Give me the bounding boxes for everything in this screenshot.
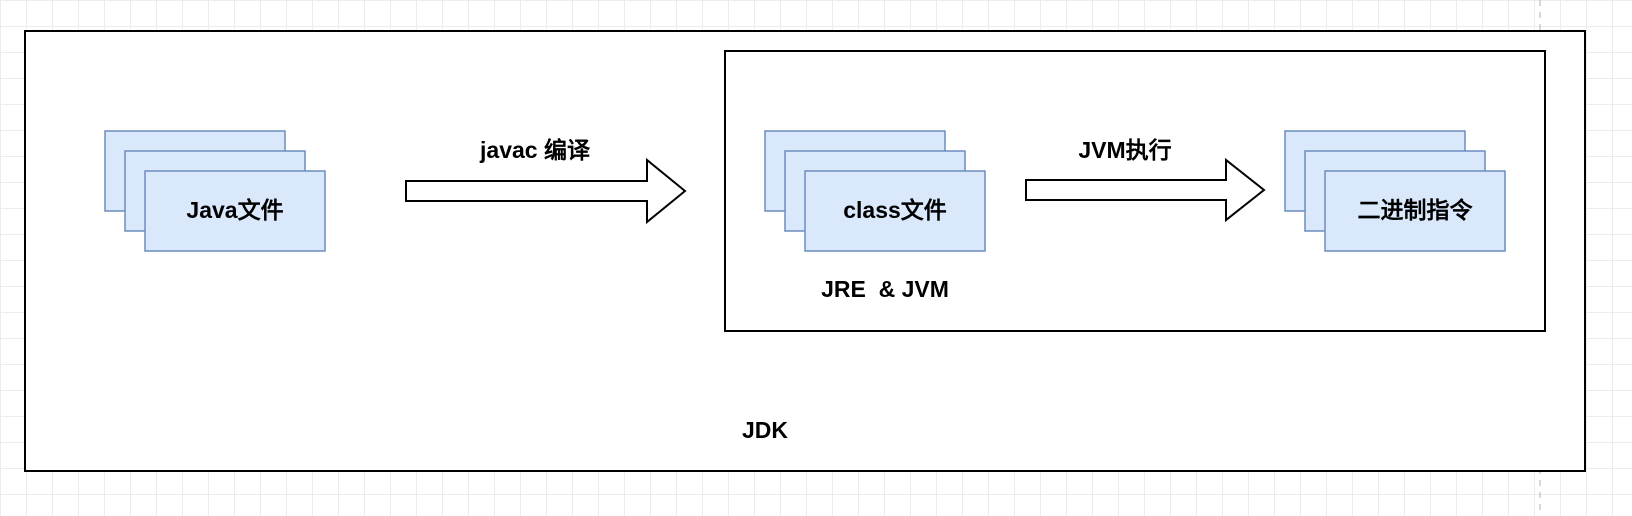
class-file-card-front bbox=[804, 170, 986, 252]
java-file-card-front bbox=[144, 170, 326, 252]
jre-jvm-label: JRE & JVM bbox=[821, 276, 949, 302]
java-file-stack[interactable]: Java文件 bbox=[104, 130, 326, 252]
binary-label: 二进制指令 bbox=[1358, 197, 1474, 223]
compile-arrow[interactable] bbox=[405, 157, 687, 225]
binary-instruction-stack[interactable]: 二进制指令 bbox=[1284, 130, 1506, 252]
binary-card-front bbox=[1324, 170, 1506, 252]
compile-arrow-label: javac 编译 bbox=[479, 137, 591, 163]
jdk-label: JDK bbox=[742, 417, 788, 443]
class-file-label: class文件 bbox=[843, 197, 947, 223]
execute-arrow[interactable] bbox=[1025, 157, 1266, 223]
execute-arrow-label: JVM执行 bbox=[1078, 137, 1171, 163]
class-file-stack[interactable]: class文件 bbox=[764, 130, 986, 252]
java-file-label: Java文件 bbox=[186, 197, 283, 223]
